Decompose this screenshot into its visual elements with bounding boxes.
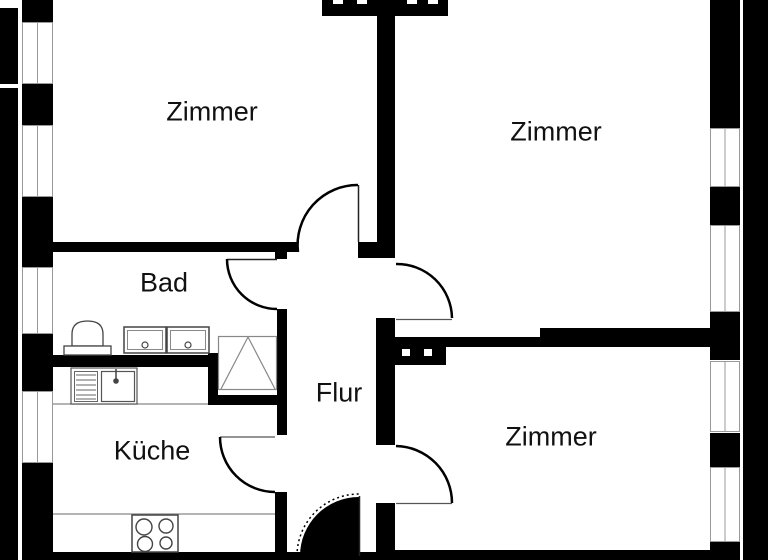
wall-segment bbox=[275, 492, 287, 552]
washbasin-icon bbox=[123, 326, 167, 354]
wall-segment bbox=[376, 503, 395, 560]
wall-segment bbox=[53, 552, 376, 560]
drainboard-icon bbox=[74, 371, 98, 402]
stove-icon bbox=[131, 514, 179, 553]
wall-segment bbox=[53, 242, 298, 252]
wall-segment bbox=[395, 550, 710, 560]
door-zimmer-bottom-right bbox=[395, 444, 454, 505]
toilet-icon bbox=[63, 320, 112, 356]
wall-segment bbox=[376, 318, 395, 445]
wall-segment bbox=[358, 242, 395, 258]
wall-segment bbox=[208, 353, 218, 405]
wall-segment bbox=[22, 0, 53, 22]
doors bbox=[218, 183, 454, 557]
door-zimmer-top-left bbox=[296, 183, 360, 253]
wall-segment bbox=[0, 88, 18, 560]
wall-segment bbox=[710, 433, 740, 467]
shower-icon bbox=[217, 335, 278, 391]
washbasin-icon bbox=[166, 326, 210, 354]
window bbox=[710, 467, 740, 542]
window bbox=[22, 267, 53, 334]
wall-segment bbox=[22, 463, 53, 560]
wall-segment bbox=[710, 542, 740, 560]
kitchen-sink-icon bbox=[70, 367, 138, 405]
window bbox=[710, 128, 740, 187]
fixtures bbox=[53, 320, 278, 553]
room-label-zimmer-top-left: Zimmer bbox=[166, 96, 258, 127]
window bbox=[22, 22, 53, 84]
wall-segment bbox=[0, 8, 18, 84]
door-kueche bbox=[218, 436, 276, 494]
wall-segment bbox=[22, 197, 53, 267]
window bbox=[710, 361, 740, 432]
room-label-zimmer-top-right: Zimmer bbox=[510, 116, 602, 147]
entrance-door bbox=[296, 493, 361, 557]
window bbox=[22, 391, 53, 463]
wall-segment bbox=[395, 337, 540, 347]
wall-segment bbox=[277, 309, 287, 435]
wall-segment bbox=[377, 16, 395, 242]
wall-segment bbox=[22, 334, 53, 391]
wall-segment bbox=[710, 312, 740, 360]
room-label-kueche: Küche bbox=[113, 435, 191, 466]
room-label-flur: Flur bbox=[315, 377, 363, 408]
wall-segment bbox=[540, 328, 710, 347]
room-label-zimmer-bottom-right: Zimmer bbox=[505, 421, 597, 452]
wall-segment bbox=[212, 395, 277, 405]
door-zimmer-top-right bbox=[395, 262, 454, 321]
wall-hatch-squares bbox=[333, 0, 438, 356]
wall-segment bbox=[22, 84, 53, 125]
window bbox=[710, 225, 740, 312]
room-label-bad: Bad bbox=[139, 267, 189, 298]
wall-segment bbox=[53, 355, 218, 367]
door-bad bbox=[225, 258, 278, 311]
wall-segment bbox=[710, 187, 740, 225]
wall-segment bbox=[743, 0, 768, 560]
wall-segment bbox=[275, 252, 287, 259]
windows bbox=[22, 22, 740, 542]
window bbox=[22, 125, 53, 197]
wall-segment bbox=[710, 0, 740, 128]
